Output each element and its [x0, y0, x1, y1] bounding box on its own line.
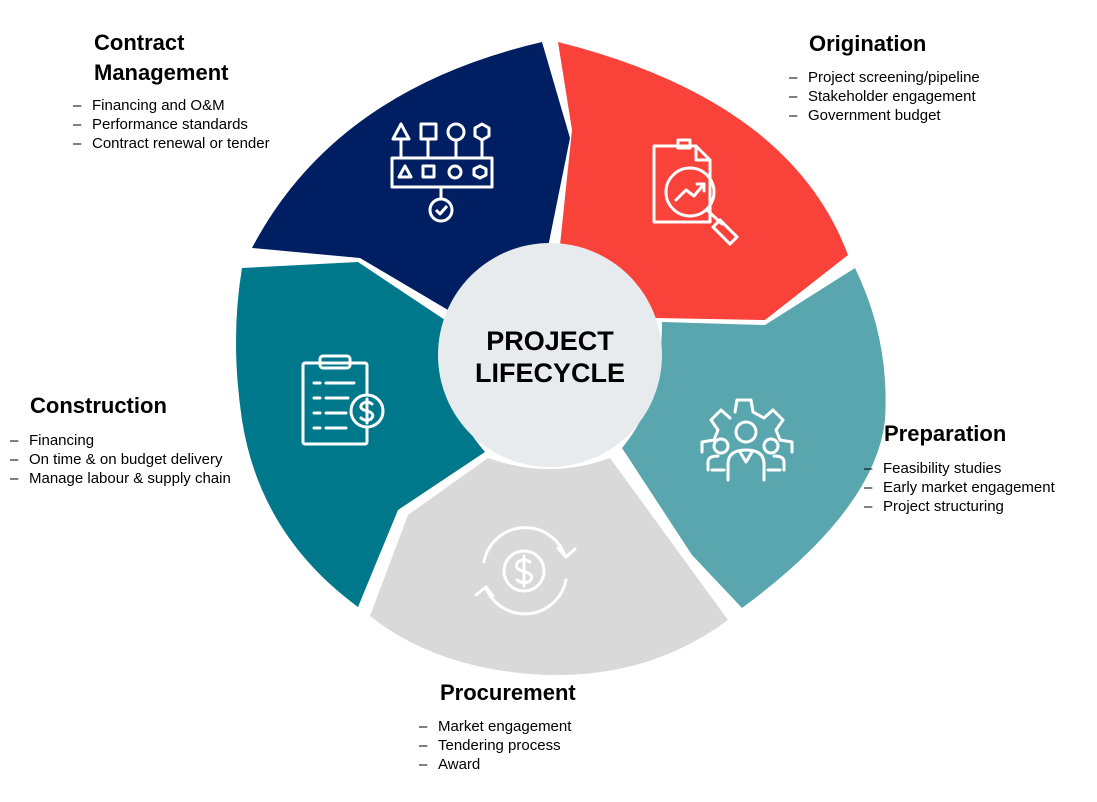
segment-procurement[interactable]	[370, 458, 728, 676]
list-item: Tendering process	[419, 736, 571, 755]
center-title-line1: PROJECT	[486, 326, 614, 356]
list-item: Early market engagement	[864, 478, 1055, 497]
list-item: Market engagement	[419, 717, 571, 736]
construction-list: Financing On time & on budget delivery M…	[10, 431, 231, 488]
construction-title: Construction	[30, 393, 167, 418]
list-item: On time & on budget delivery	[10, 450, 231, 469]
contract-management-title-line2: Management	[94, 60, 229, 85]
list-item: Feasibility studies	[864, 459, 1055, 478]
workflow-shapes-icon	[390, 122, 494, 223]
list-item: Project structuring	[864, 497, 1055, 516]
list-item: Project screening/pipeline	[789, 68, 980, 87]
center-hub	[438, 243, 662, 467]
list-item: Contract renewal or tender	[73, 134, 270, 153]
preparation-list: Feasibility studies Early market engagem…	[864, 459, 1055, 516]
center-title-line2: LIFECYCLE	[475, 358, 625, 388]
list-item: Financing	[10, 431, 231, 450]
list-item: Stakeholder engagement	[789, 87, 980, 106]
clipboard-dollar-icon	[301, 354, 385, 446]
contract-management-title: Contract Management	[94, 28, 228, 88]
list-item: Award	[419, 755, 571, 774]
segment-construction[interactable]	[236, 262, 485, 607]
segment-origination[interactable]	[558, 42, 848, 320]
contract-management-title-line1: Contract	[94, 30, 185, 55]
list-item: Manage labour & supply chain	[10, 469, 231, 488]
origination-list: Project screening/pipeline Stakeholder e…	[789, 68, 980, 125]
preparation-title: Preparation	[884, 421, 1007, 446]
gear-team-icon	[700, 398, 794, 482]
dollar-cycle-icon	[474, 526, 577, 616]
contract-management-list: Financing and O&M Performance standards …	[73, 96, 270, 153]
list-item: Performance standards	[73, 115, 270, 134]
document-magnifier-icon	[652, 138, 739, 246]
origination-title: Origination	[809, 31, 927, 56]
procurement-list: Market engagement Tendering process Awar…	[419, 717, 571, 774]
list-item: Government budget	[789, 106, 980, 125]
procurement-title: Procurement	[440, 680, 576, 705]
list-item: Financing and O&M	[73, 96, 270, 115]
